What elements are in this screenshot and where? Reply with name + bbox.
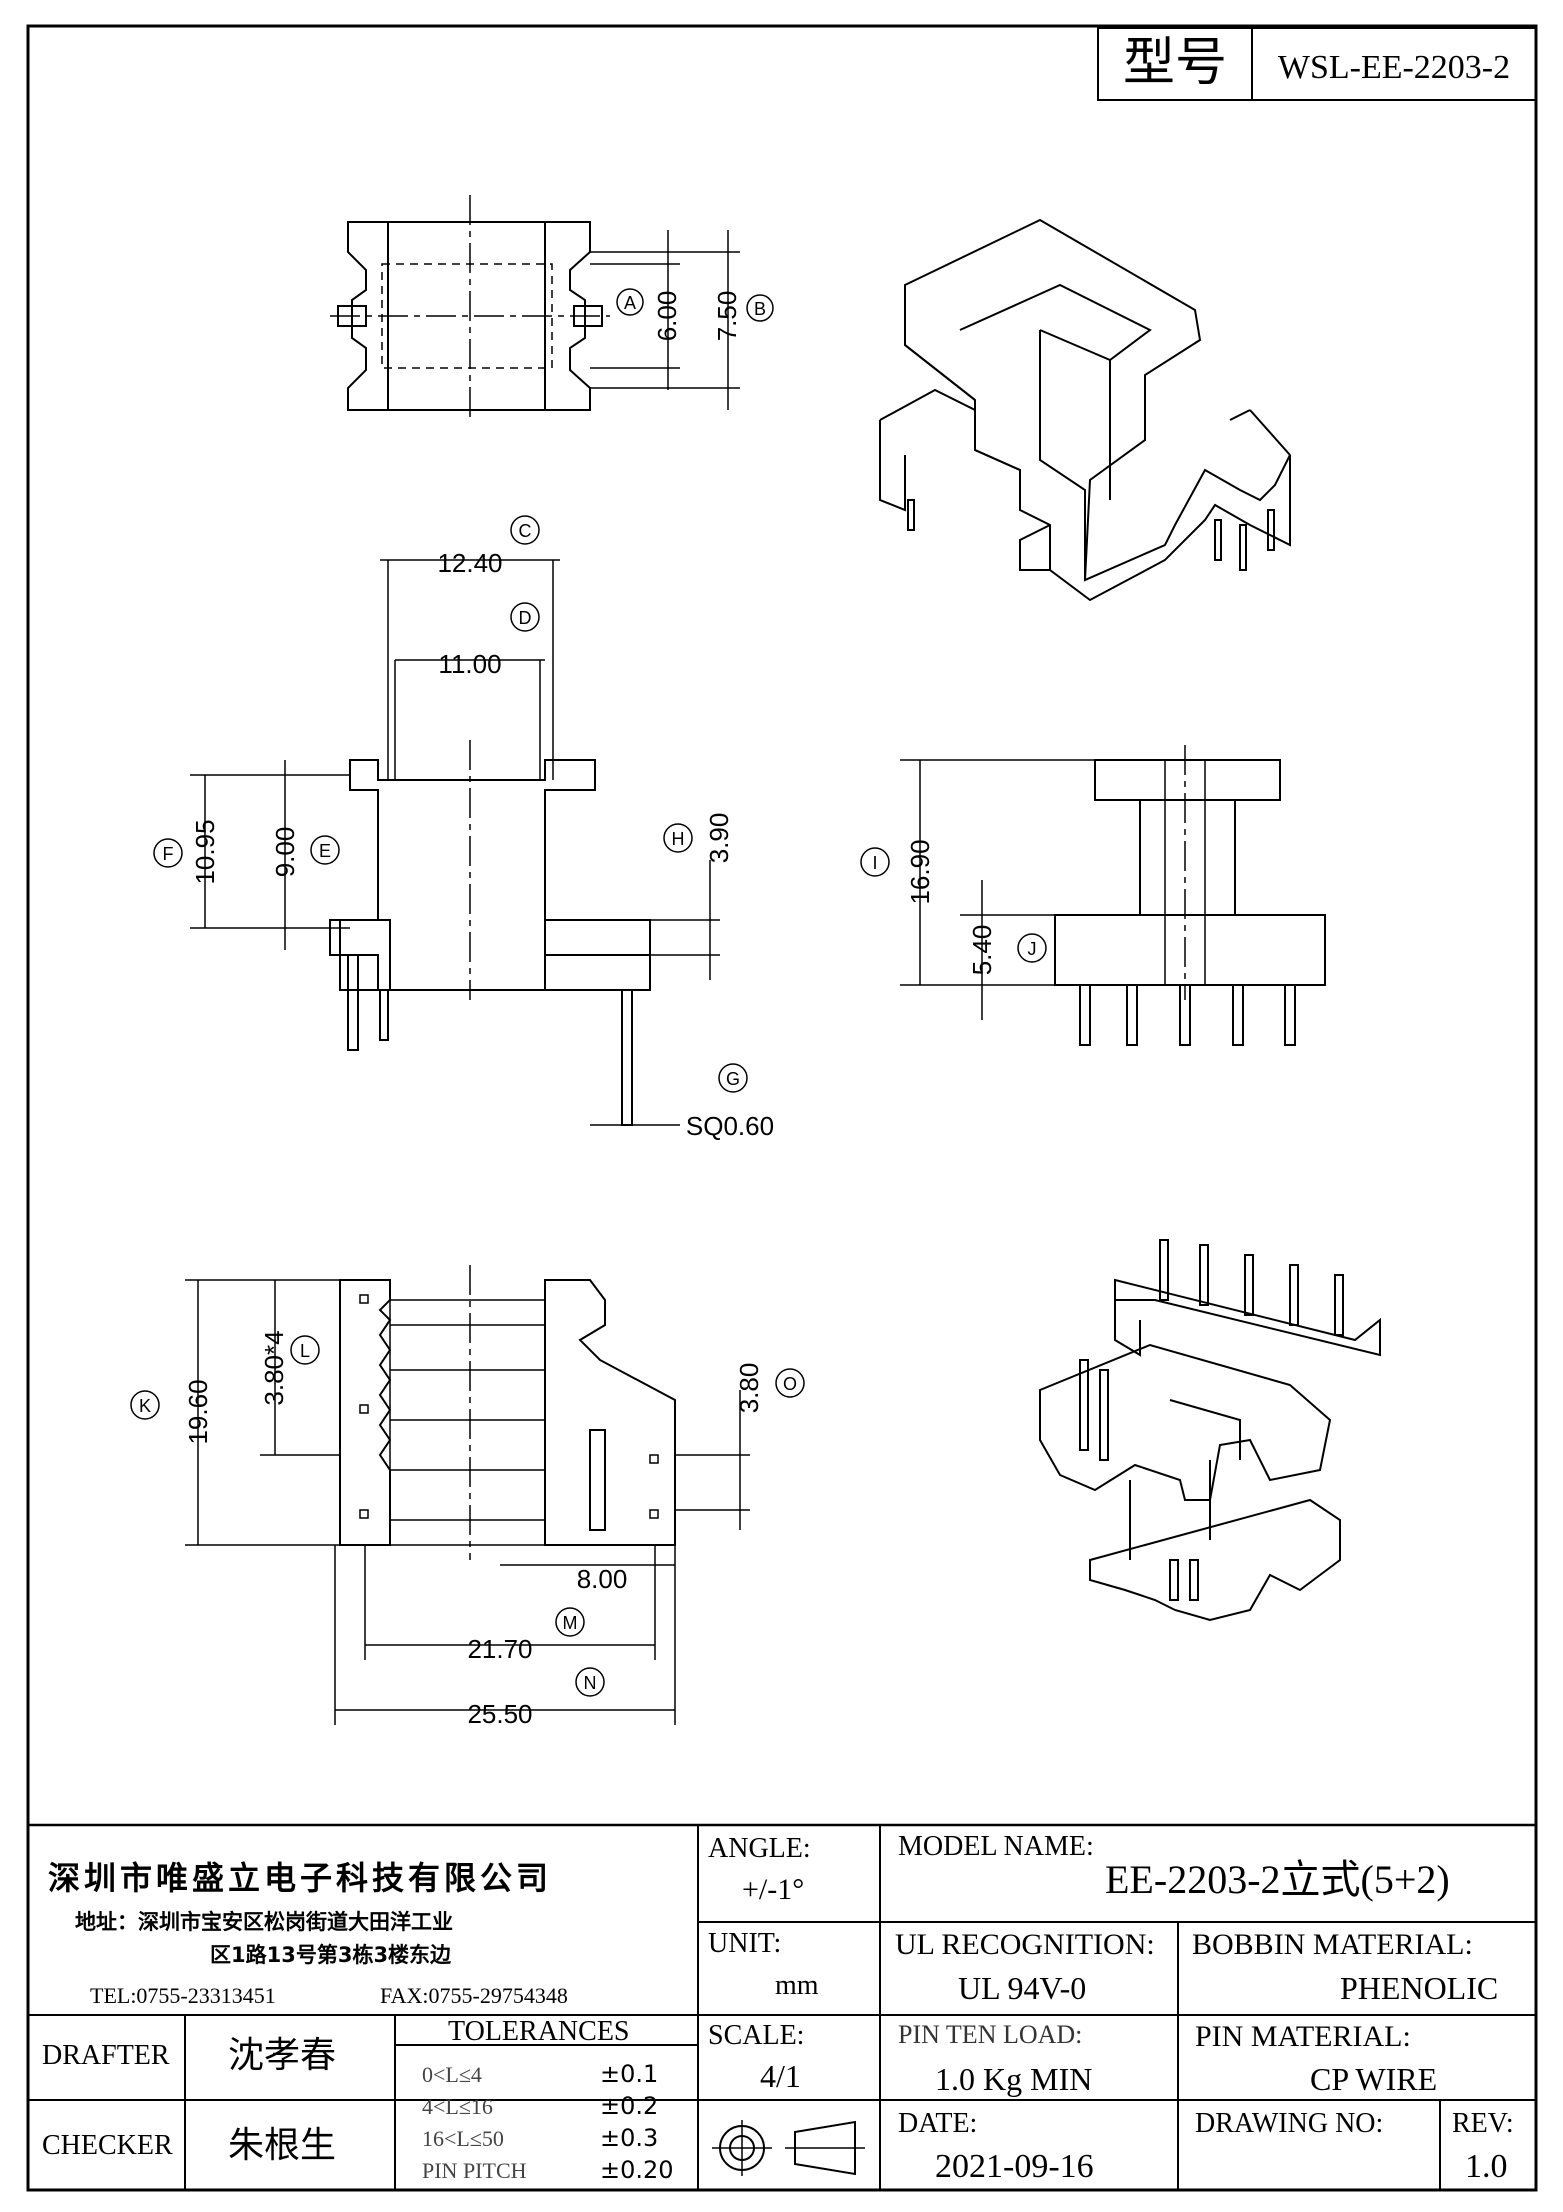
scale-value: 4/1 bbox=[760, 2058, 801, 2094]
dim-tag-c: C bbox=[519, 521, 532, 541]
tolerance-range: 0<L≤4 bbox=[422, 2062, 482, 2087]
tolerances-label: TOLERANCES bbox=[448, 2016, 630, 2047]
top-view bbox=[330, 195, 774, 420]
dim-value-d: 11.00 bbox=[438, 649, 501, 679]
dim-tag-d: D bbox=[519, 608, 532, 628]
dim-tag-i: I bbox=[872, 853, 877, 873]
drafter-label: DRAFTER bbox=[42, 2040, 170, 2071]
model-code: WSL-EE-2203-2 bbox=[1278, 49, 1510, 86]
dim-value-f: 10.95 bbox=[190, 819, 220, 884]
dim-value-l: 3.80*4 bbox=[259, 1330, 289, 1405]
bobbin-material-label: BOBBIN MATERIAL: bbox=[1192, 1928, 1473, 1961]
dim-tag-e: E bbox=[319, 841, 331, 861]
checker-value: 朱根生 bbox=[228, 2125, 337, 2166]
company-address-line-2: 区1路13号第3栋3楼东边 bbox=[210, 1943, 452, 1967]
dim-tag-m: M bbox=[563, 1613, 578, 1633]
dim-value-k: 19.60 bbox=[183, 1379, 213, 1444]
rev-value: 1.0 bbox=[1465, 2148, 1508, 2185]
model-name-label: MODEL NAME: bbox=[898, 1831, 1094, 1862]
dim-tag-b: B bbox=[754, 299, 766, 319]
date-value: 2021-09-16 bbox=[935, 2148, 1094, 2185]
model-header-box: 型号 WSL-EE-2203-2 bbox=[1097, 27, 1537, 101]
model-name-value: EE-2203-2立式(5+2) bbox=[1105, 1857, 1450, 1902]
unit-value: mm bbox=[775, 1970, 819, 2001]
ul-recognition-value: UL 94V-0 bbox=[958, 1970, 1087, 2006]
dim-tag-k: K bbox=[139, 1396, 151, 1416]
isometric-view-bottom bbox=[1039, 1239, 1381, 1622]
dim-value-h: 3.90 bbox=[704, 813, 734, 864]
tolerance-range: 16<L≤50 bbox=[422, 2126, 504, 2151]
dim-tag-f: F bbox=[163, 844, 174, 864]
tolerance-value: ±0.20 bbox=[600, 2156, 674, 2184]
angle-value: +/-1° bbox=[742, 1873, 805, 1906]
dim-value-j: 5.40 bbox=[967, 925, 997, 976]
angle-label: ANGLE: bbox=[708, 1833, 811, 1864]
dim-tag-l: L bbox=[300, 1341, 310, 1361]
company-name: 深圳市唯盛立电子科技有限公司 bbox=[48, 1859, 553, 1897]
drafter-value: 沈孝春 bbox=[228, 2035, 337, 2076]
dim-value-i: 16.90 bbox=[905, 839, 935, 904]
tolerance-range: PIN PITCH bbox=[422, 2158, 527, 2183]
side-view bbox=[860, 745, 1326, 1046]
dim-value-o: 3.80 bbox=[734, 1363, 764, 1414]
dim-tag-a: A bbox=[624, 293, 636, 313]
dim-value-p: 8.00 bbox=[577, 1564, 628, 1594]
scale-label: SCALE: bbox=[708, 2020, 805, 2051]
dim-value-b: 7.50 bbox=[712, 291, 742, 342]
tolerance-value: ±0.2 bbox=[600, 2092, 659, 2120]
checker-label: CHECKER bbox=[42, 2130, 173, 2161]
company-address-line-1: 地址：深圳市宝安区松岗街道大田洋工业 bbox=[75, 1910, 453, 1934]
pin-ten-load-label: PIN TEN LOAD: bbox=[898, 2020, 1083, 2049]
front-view bbox=[153, 515, 748, 1126]
dim-value-m: 21.70 bbox=[467, 1634, 532, 1664]
date-label: DATE: bbox=[898, 2108, 978, 2139]
dim-tag-h: H bbox=[672, 829, 685, 849]
pin-material-label: PIN MATERIAL: bbox=[1195, 2020, 1411, 2053]
dim-tag-o: O bbox=[783, 1374, 797, 1394]
pin-ten-load-value: 1.0 Kg MIN bbox=[935, 2061, 1093, 2097]
drawing-no-label: DRAWING NO: bbox=[1195, 2108, 1384, 2139]
rev-label: REV: bbox=[1452, 2108, 1514, 2139]
model-label: 型号 bbox=[1123, 34, 1227, 92]
dim-value-g: SQ0.60 bbox=[686, 1111, 774, 1141]
isometric-view-top bbox=[879, 218, 1291, 602]
dim-value-e: 9.00 bbox=[270, 827, 300, 878]
bottom-view bbox=[130, 1265, 805, 1725]
sheet-border bbox=[26, 24, 1538, 2192]
company-tel: TEL:0755-23313451 bbox=[90, 1983, 276, 2008]
dim-value-c: 12.40 bbox=[437, 548, 502, 578]
tolerance-range: 4<L≤16 bbox=[422, 2094, 493, 2119]
bobbin-material-value: PHENOLIC bbox=[1340, 1970, 1499, 2006]
pin-material-value: CP WIRE bbox=[1310, 2061, 1438, 2097]
tolerance-value: ±0.1 bbox=[600, 2060, 659, 2088]
dim-tag-n: N bbox=[584, 1673, 597, 1693]
title-block-grid bbox=[28, 1823, 1536, 2190]
tolerance-value: ±0.3 bbox=[600, 2124, 659, 2152]
company-fax: FAX:0755-29754348 bbox=[380, 1983, 568, 2008]
unit-label: UNIT: bbox=[708, 1928, 782, 1959]
dim-value-a: 6.00 bbox=[652, 291, 682, 342]
dim-tag-j: J bbox=[1028, 939, 1037, 959]
dim-value-n: 25.50 bbox=[467, 1699, 532, 1729]
ul-recognition-label: UL RECOGNITION: bbox=[895, 1928, 1155, 1961]
dim-tag-g: G bbox=[726, 1069, 740, 1089]
